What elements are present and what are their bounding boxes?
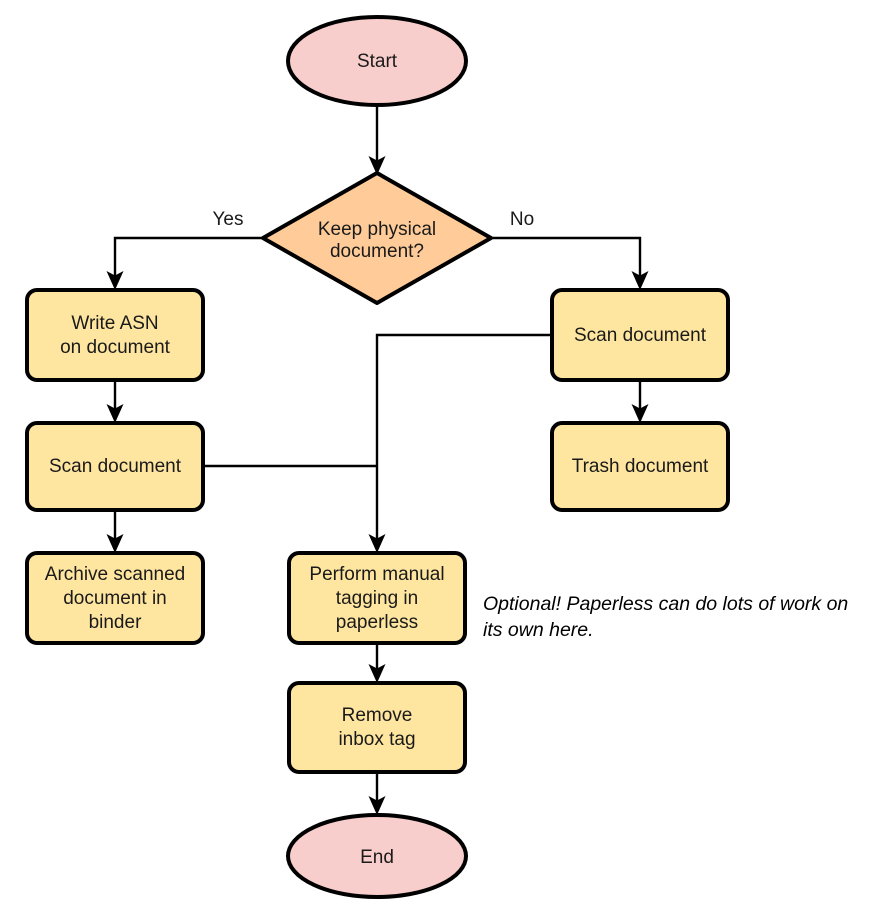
write-asn-box[interactable] (25, 288, 205, 382)
annotation-line-2: its own here. (483, 619, 594, 641)
arrowhead-icon (106, 271, 124, 290)
node-archive-scanned-document-in-binder[interactable]: Archive scanned document in binder (25, 551, 205, 645)
arrowhead-icon (106, 534, 124, 553)
edge-decision-yes-to-write-asn: Yes (106, 209, 263, 290)
node-perform-manual-tagging[interactable]: Perform manual tagging in paperless (287, 551, 467, 645)
archive-binder-box[interactable] (25, 551, 205, 645)
arrowhead-icon (368, 534, 386, 553)
node-remove-inbox-tag[interactable]: Remove inbox tag (287, 681, 467, 774)
arrowhead-icon (631, 271, 649, 290)
node-end[interactable]: End (286, 813, 468, 899)
arrowhead-icon (631, 404, 649, 423)
decision-diamond[interactable] (261, 171, 493, 305)
annotation-line-1: Optional! Paperless can do lots of work … (483, 593, 848, 615)
edge-remove-inbox-to-end (368, 772, 386, 815)
edge-scan-right-to-manual-tagging (368, 333, 552, 553)
edge-label-no: No (510, 209, 534, 230)
edge-line (113, 236, 263, 278)
node-write-asn-on-document[interactable]: Write ASN on document (25, 288, 205, 382)
node-trash-document[interactable]: Trash document (550, 421, 730, 512)
edge-scan-left-to-archive (106, 510, 124, 553)
edge-line (375, 333, 552, 541)
arrowhead-icon (368, 156, 386, 175)
annotation-optional-note: Optional! Paperless can do lots of work … (483, 593, 848, 641)
start-ellipse[interactable] (286, 15, 468, 107)
node-scan-document-right[interactable]: Scan document (550, 288, 730, 382)
edge-scan-right-to-trash (631, 380, 649, 423)
node-start[interactable]: Start (286, 15, 468, 107)
end-ellipse[interactable] (286, 813, 468, 899)
scan-document-left-box[interactable] (25, 421, 205, 512)
edge-write-asn-to-scan-left (106, 380, 124, 423)
edge-label-yes: Yes (213, 209, 244, 230)
arrowhead-icon (368, 664, 386, 683)
arrowhead-icon (368, 796, 386, 815)
scan-document-right-box[interactable] (550, 288, 730, 382)
arrowhead-icon (106, 404, 124, 423)
manual-tagging-box[interactable] (287, 551, 467, 645)
node-scan-document-left[interactable]: Scan document (25, 421, 205, 512)
edge-manual-tagging-to-remove-inbox (368, 643, 386, 683)
remove-inbox-tag-box[interactable] (287, 681, 467, 774)
trash-document-box[interactable] (550, 421, 730, 512)
edge-start-to-decision (368, 103, 386, 175)
node-keep-physical-document[interactable]: Keep physical document? (261, 171, 493, 305)
edge-decision-no-to-scan-right: No (491, 209, 649, 290)
edge-line (491, 236, 642, 278)
